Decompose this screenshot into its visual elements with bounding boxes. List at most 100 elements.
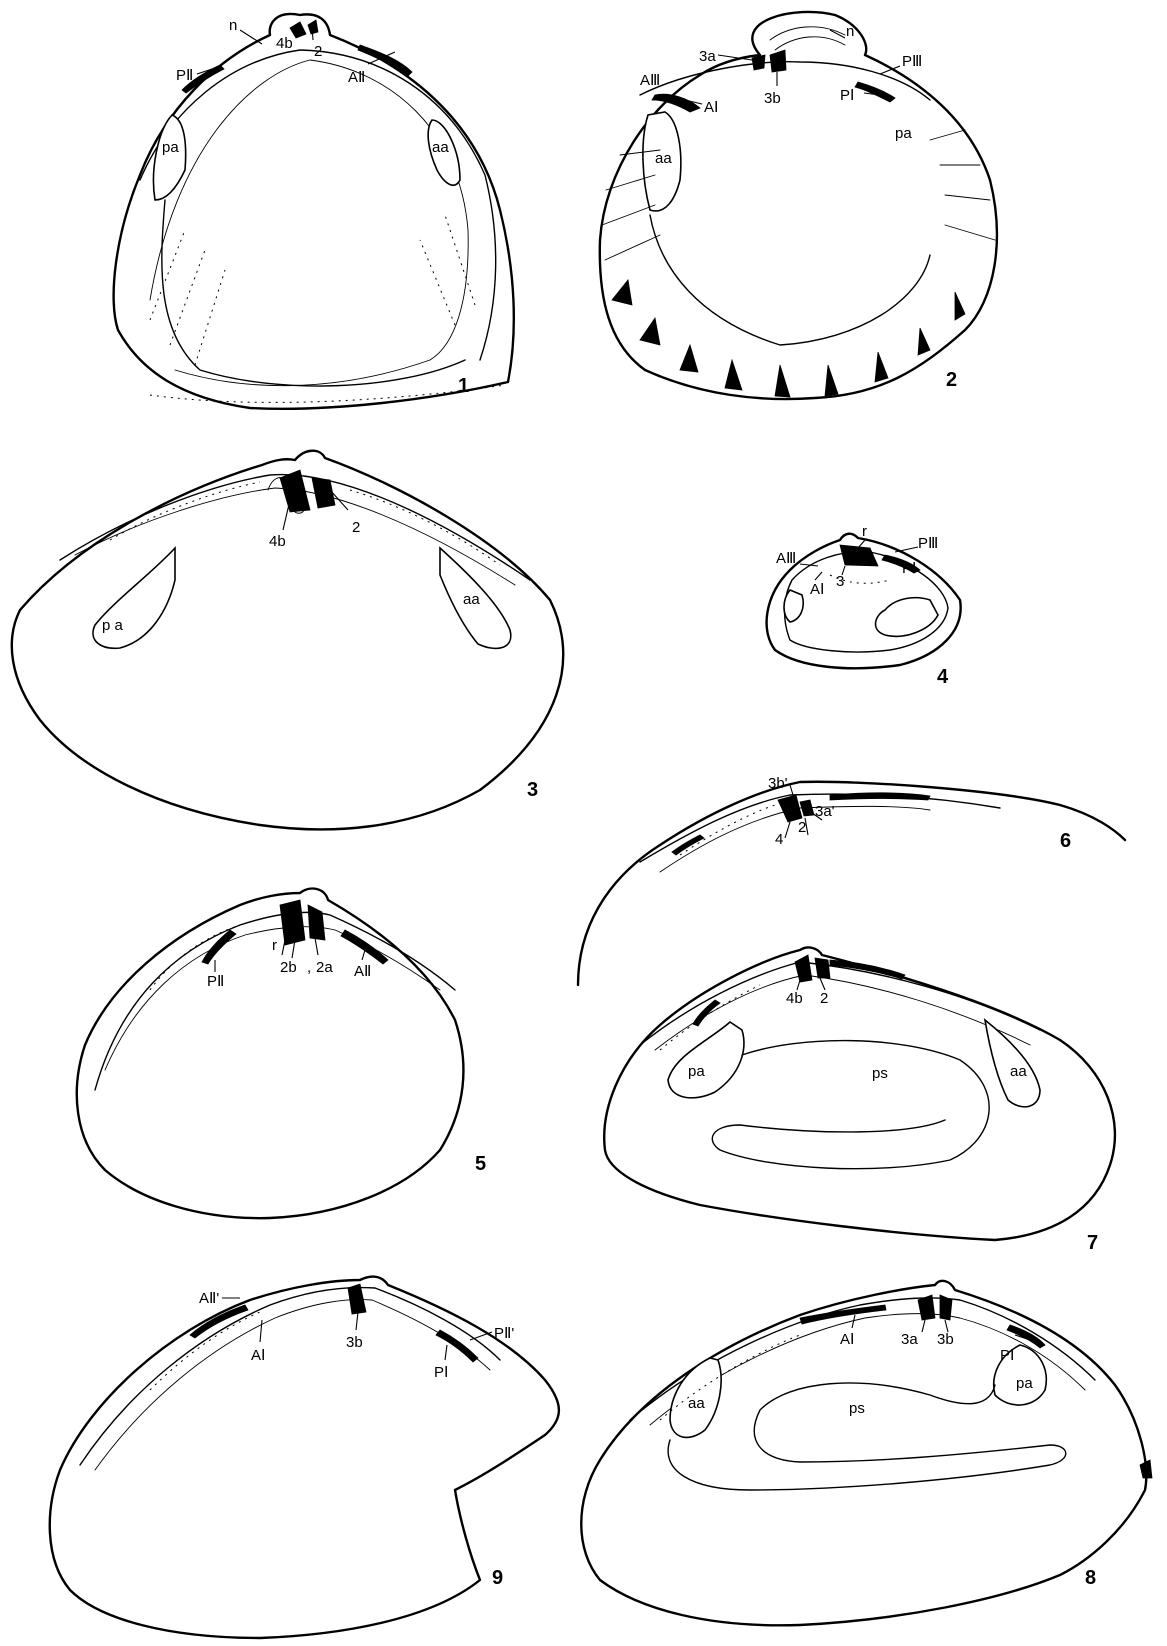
- fig5-leader-r: [282, 940, 285, 955]
- fig3-leader-4b: [283, 500, 290, 530]
- fig1-ribbing-4: [420, 240, 455, 325]
- fig5-outline: [77, 889, 464, 1219]
- fig9-leader-PII1: [470, 1332, 492, 1340]
- figure-number-8: 8: [1085, 1567, 1096, 1589]
- fig6-label-3a1: 3a': [815, 803, 835, 820]
- fig9-outline: [50, 1277, 559, 1638]
- fig3-stipple-left: [110, 482, 260, 540]
- figure-number-1: 1: [458, 375, 469, 397]
- fig8-label-pa: pa: [1016, 1375, 1033, 1392]
- fig4-pallial-sinus: [876, 598, 938, 637]
- fig1-inner-rim: [150, 60, 468, 386]
- figure-6-shell: 3b' 3a' 2 4 6: [578, 775, 1125, 985]
- figure-7-shell: 4b 2 pa ps aa 7: [604, 948, 1115, 1254]
- fig7-hinge-line: [640, 962, 1040, 1045]
- fig7-label-aa: aa: [1010, 1063, 1027, 1080]
- fig2-label-pa: pa: [895, 125, 912, 142]
- fig4-anterior-scar: [784, 590, 803, 622]
- fig7-leader-2: [820, 978, 825, 990]
- fig8-outline: [581, 1281, 1146, 1625]
- fig9-label-PI: PⅠ: [434, 1364, 448, 1381]
- fig5-label-PII: PⅡ: [207, 973, 224, 990]
- fig4-label-r: r: [862, 523, 867, 540]
- fig9-lateral-PI: [436, 1330, 478, 1362]
- fig7-label-pa: pa: [688, 1063, 705, 1080]
- figure-8-shell: AⅠ 3a 3b PⅠ aa ps pa 8: [581, 1281, 1152, 1625]
- fig6-label-4: 4: [775, 831, 783, 848]
- fig5-label-2b: 2b: [280, 959, 297, 976]
- fig2-label-PI: PⅠ: [840, 87, 854, 104]
- fig8-leader-AI: [852, 1315, 855, 1328]
- figure-number-6: 6: [1060, 830, 1071, 852]
- fig1-pallial-line: [162, 200, 465, 386]
- fig2-lateral-PI: [855, 82, 895, 102]
- fig2-rib-6: [825, 365, 838, 396]
- fig3-tooth-2: [312, 478, 335, 508]
- figure-number-4: 4: [937, 666, 949, 688]
- fig5-label-comma: ,: [307, 959, 311, 976]
- fig1-lateral-AII: [358, 45, 412, 76]
- fig9-label-PII1: PⅡ': [494, 1325, 514, 1342]
- fig3-label-4b: 4b: [269, 533, 286, 550]
- fig9-leader-3b: [356, 1312, 358, 1330]
- fig2-umbo-lines: [770, 27, 845, 50]
- fig7-lateral-posterior: [693, 1000, 720, 1026]
- fig3-label-pa: p a: [102, 617, 124, 634]
- fig2-label-aa: aa: [655, 150, 672, 167]
- fig9-label-AII1: AⅡ': [199, 1290, 219, 1307]
- fig1-label-PII: PⅡ: [176, 67, 193, 84]
- fig8-label-AI: AⅠ: [840, 1331, 854, 1348]
- fig5-tooth-2b: [280, 900, 305, 945]
- fig2-rib-2: [640, 318, 660, 345]
- fig5-leader-2a: [315, 938, 318, 955]
- fig1-outline: [114, 14, 514, 409]
- fig9-leader-PI: [445, 1345, 447, 1360]
- fig6-label-2: 2: [798, 819, 806, 836]
- fig1-ribbing-2: [170, 250, 205, 345]
- fig2-rib-1: [612, 280, 632, 305]
- fig1-posterior-scar: [154, 115, 186, 200]
- fig1-ribbing-3: [195, 270, 225, 365]
- fig3-label-aa: aa: [463, 591, 480, 608]
- fig7-leader-4b: [797, 980, 800, 990]
- fig5-label-r: r: [272, 937, 277, 954]
- fig2-tooth-3b: [770, 50, 786, 72]
- fig6-label-3b1: 3b': [768, 775, 788, 792]
- fig7-posterior-scar: [668, 1022, 744, 1098]
- fig4-label-AIII: AⅢ: [776, 550, 796, 567]
- fig3-label-2: 2: [352, 519, 360, 536]
- fig2-rib-7: [875, 352, 888, 382]
- figure-number-3: 3: [527, 779, 538, 801]
- fig8-margin-mark: [1140, 1460, 1152, 1478]
- figure-3-shell: 4b 2 p a aa 3: [12, 451, 563, 830]
- fig1-label-n: n: [229, 17, 237, 34]
- figure-4-shell: r PⅢ AⅢ 3 PⅠ AⅠ 4: [767, 523, 961, 688]
- fig6-leader-3b1: [790, 785, 793, 795]
- figure-number-5: 5: [475, 1153, 486, 1175]
- fig5-label-AII: AⅡ: [354, 963, 371, 980]
- fig5-label-2a: 2a: [316, 959, 333, 976]
- fig7-label-4b: 4b: [786, 990, 803, 1007]
- fig8-label-ps: ps: [849, 1400, 865, 1417]
- fig1-inner-margin: [140, 50, 496, 360]
- fig1-label-4b: 4b: [276, 35, 293, 52]
- fig9-hinge-edge: [95, 1300, 490, 1470]
- fig2-label-n: n: [846, 23, 854, 40]
- figure-number-2: 2: [946, 369, 957, 391]
- fig2-rib-8: [918, 328, 930, 355]
- fig8-label-aa: aa: [688, 1395, 705, 1412]
- fig1-label-2: 2: [314, 43, 322, 60]
- fig1-ribbing-5: [445, 215, 475, 305]
- fig6-lateral-posterior: [672, 835, 704, 855]
- fig9-label-3b: 3b: [346, 1334, 363, 1351]
- fig7-pallial-sinus: [712, 1041, 989, 1169]
- fig1-label-pa: pa: [162, 139, 179, 156]
- fig8-tooth-3a: [918, 1295, 935, 1320]
- fig2-rib-5: [775, 365, 790, 397]
- fig1-leader-n: [240, 30, 262, 44]
- fig4-label-PIII: PⅢ: [918, 535, 938, 552]
- fig6-leader-4: [785, 822, 790, 838]
- fig4-label-AI: AⅠ: [810, 581, 824, 598]
